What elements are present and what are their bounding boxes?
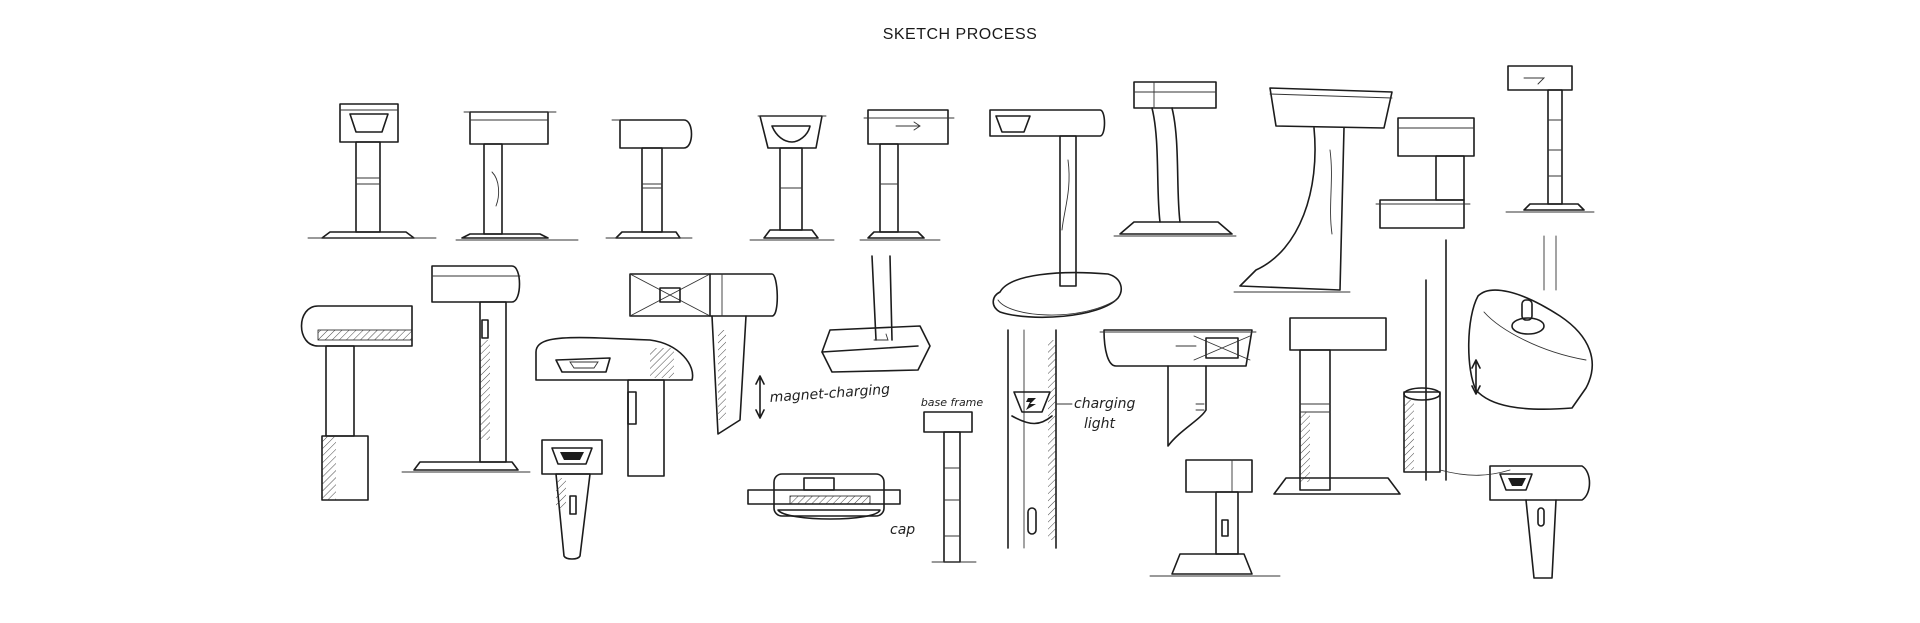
sketch-stand-23	[1403, 235, 1594, 579]
sketch-stand-11	[300, 305, 413, 501]
sketch-stand-19: charging light	[1007, 329, 1136, 549]
annotation-magnet-charging: magnet-charging	[769, 382, 891, 406]
sketch-stand-4	[749, 115, 835, 241]
sketch-stand-18: base frame	[921, 396, 984, 563]
sketch-stand-13	[535, 336, 694, 477]
sketch-stand-7	[1113, 81, 1237, 237]
sketch-stand-20	[1099, 329, 1257, 447]
sketch-stand-8	[1233, 87, 1393, 293]
annotation-light: light	[1084, 416, 1116, 432]
sketch-stand-9	[1375, 117, 1475, 229]
sketch-stand-16	[821, 255, 931, 373]
sketch-stand-12	[401, 265, 531, 473]
annotation-charging: charging	[1074, 396, 1136, 412]
sketch-stand-14	[541, 439, 603, 560]
annotation-base-frame: base frame	[921, 396, 984, 409]
sketch-stand-6	[989, 109, 1122, 319]
sketch-stand-5	[859, 109, 955, 241]
sketch-stand-1	[307, 103, 437, 239]
sketch-stand-2	[455, 111, 579, 241]
page-title: SKETCH PROCESS	[882, 26, 1038, 43]
annotation-cap: cap	[890, 522, 915, 538]
sketch-stand-22	[1273, 317, 1401, 495]
sketch-stand-10	[1505, 65, 1595, 213]
sketch-stand-3	[605, 119, 693, 239]
sketch-stand-21	[1149, 459, 1281, 577]
sketch-stand-17: cap	[747, 473, 915, 538]
